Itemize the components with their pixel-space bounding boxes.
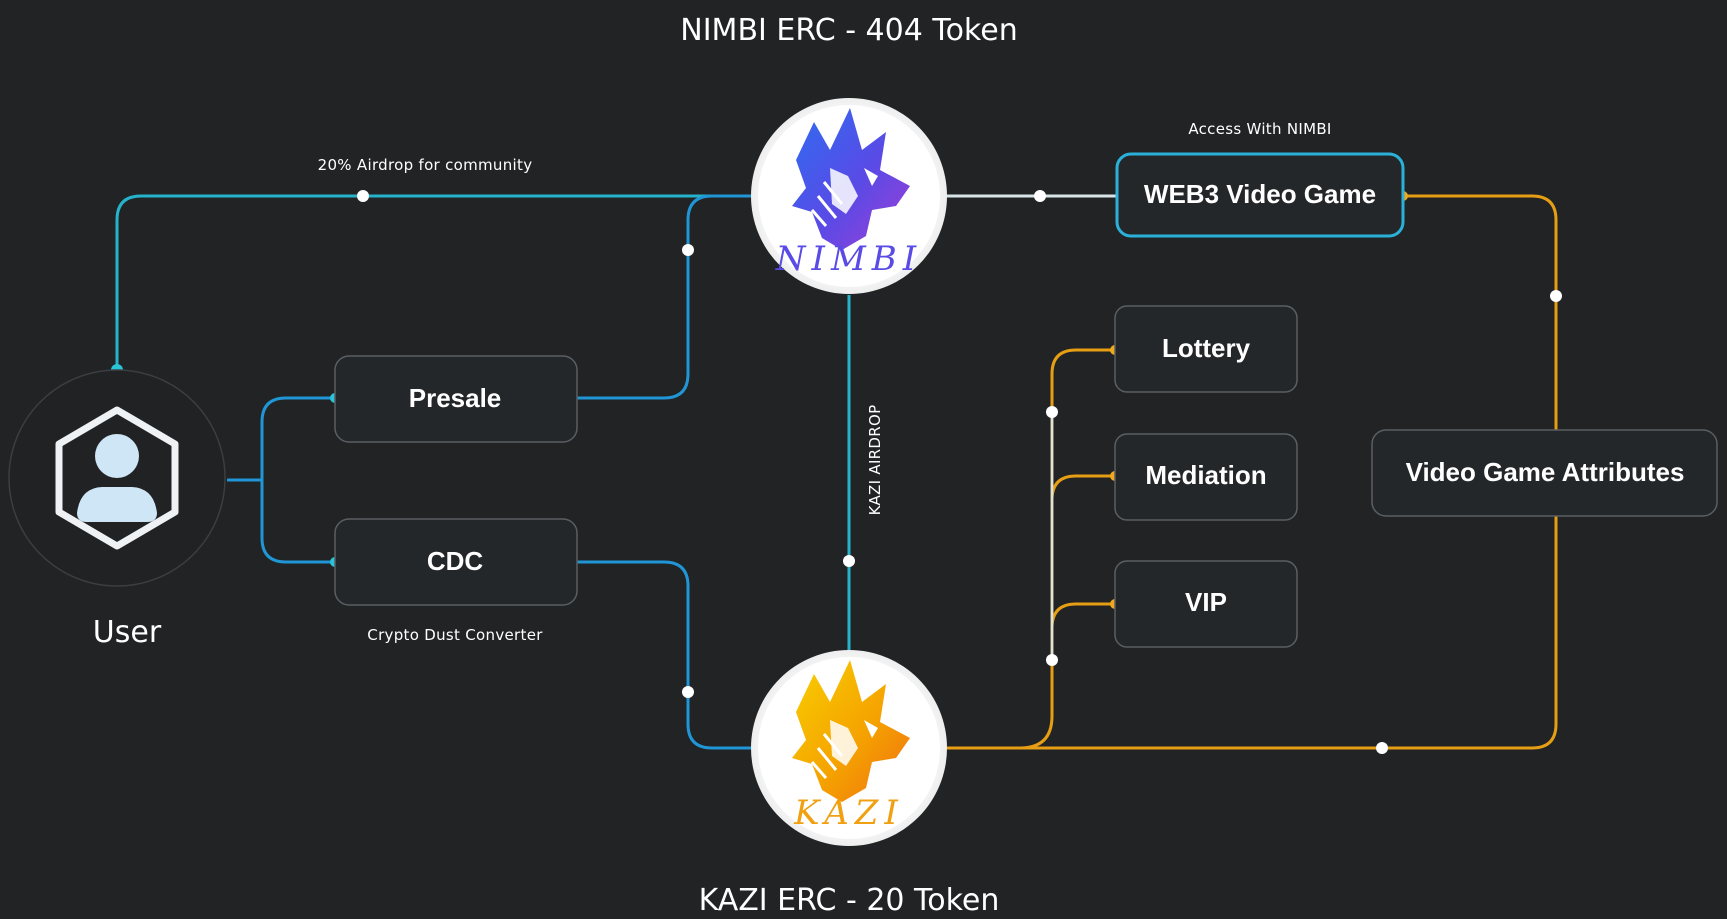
cdc-caption: Crypto Dust Converter: [367, 626, 543, 644]
vip-box[interactable]: VIP: [1114, 560, 1298, 648]
lottery-label: Lottery: [1162, 333, 1251, 363]
wolf-icon: [792, 108, 910, 250]
cdc-box[interactable]: CDC: [334, 518, 578, 606]
kazi-wordmark: KAZI: [793, 793, 904, 833]
kazi-airdrop-label: KAZI AIRDROP: [866, 405, 884, 516]
kazi-token-title: KAZI ERC - 20 Token: [699, 883, 1000, 918]
trunk-to-vip-connector: [1050, 602, 1115, 629]
video-game-attributes-label: Video Game Attributes: [1406, 457, 1685, 487]
nimbi-token-title: NIMBI ERC - 404 Token: [680, 13, 1017, 48]
trunk-to-mediation-connector: [1050, 474, 1115, 501]
flow-dot: [1550, 290, 1562, 302]
presale-to-nimbi-connector: [577, 194, 755, 400]
mediation-box[interactable]: Mediation: [1114, 433, 1298, 521]
user-icon: [55, 406, 179, 550]
hub-to-cdc-connector: [260, 480, 335, 564]
presale-label: Presale: [409, 383, 502, 413]
flow-dot: [843, 555, 855, 567]
airdrop-community-label: 20% Airdrop for community: [318, 156, 533, 174]
user-node[interactable]: User: [8, 369, 226, 650]
flow-dot: [1046, 406, 1058, 418]
cdc-to-kazi-connector: [577, 560, 755, 750]
web3-video-game-box[interactable]: WEB3 Video Game: [1115, 152, 1405, 238]
flow-dot: [682, 686, 694, 698]
flow-dot: [682, 244, 694, 256]
video-game-attributes-box[interactable]: Video Game Attributes: [1371, 429, 1718, 517]
flow-dot: [1034, 190, 1046, 202]
wolf-icon: [792, 660, 910, 802]
user-label: User: [93, 615, 162, 650]
nimbi-wordmark: NIMBI: [775, 239, 922, 279]
kazi-to-services-connector: [1019, 348, 1115, 750]
access-with-nimbi-label: Access With NIMBI: [1188, 120, 1331, 138]
hub-to-presale-connector: [260, 396, 335, 480]
web3-to-attributes-connector: [1403, 194, 1558, 430]
flow-dot: [357, 190, 369, 202]
cdc-label: CDC: [427, 546, 484, 576]
lottery-box[interactable]: Lottery: [1114, 305, 1298, 393]
vip-label: VIP: [1185, 587, 1227, 617]
presale-box[interactable]: Presale: [334, 355, 578, 443]
kazi-to-attributes-connector: [943, 510, 1558, 750]
kazi-logo[interactable]: KAZI: [751, 650, 947, 846]
nimbi-logo[interactable]: NIMBI: [751, 98, 947, 294]
airdrop-connector: [115, 194, 755, 370]
flow-dot: [1376, 742, 1388, 754]
web3-video-game-label: WEB3 Video Game: [1144, 179, 1376, 209]
mediation-label: Mediation: [1145, 460, 1266, 490]
flow-dot: [1046, 654, 1058, 666]
